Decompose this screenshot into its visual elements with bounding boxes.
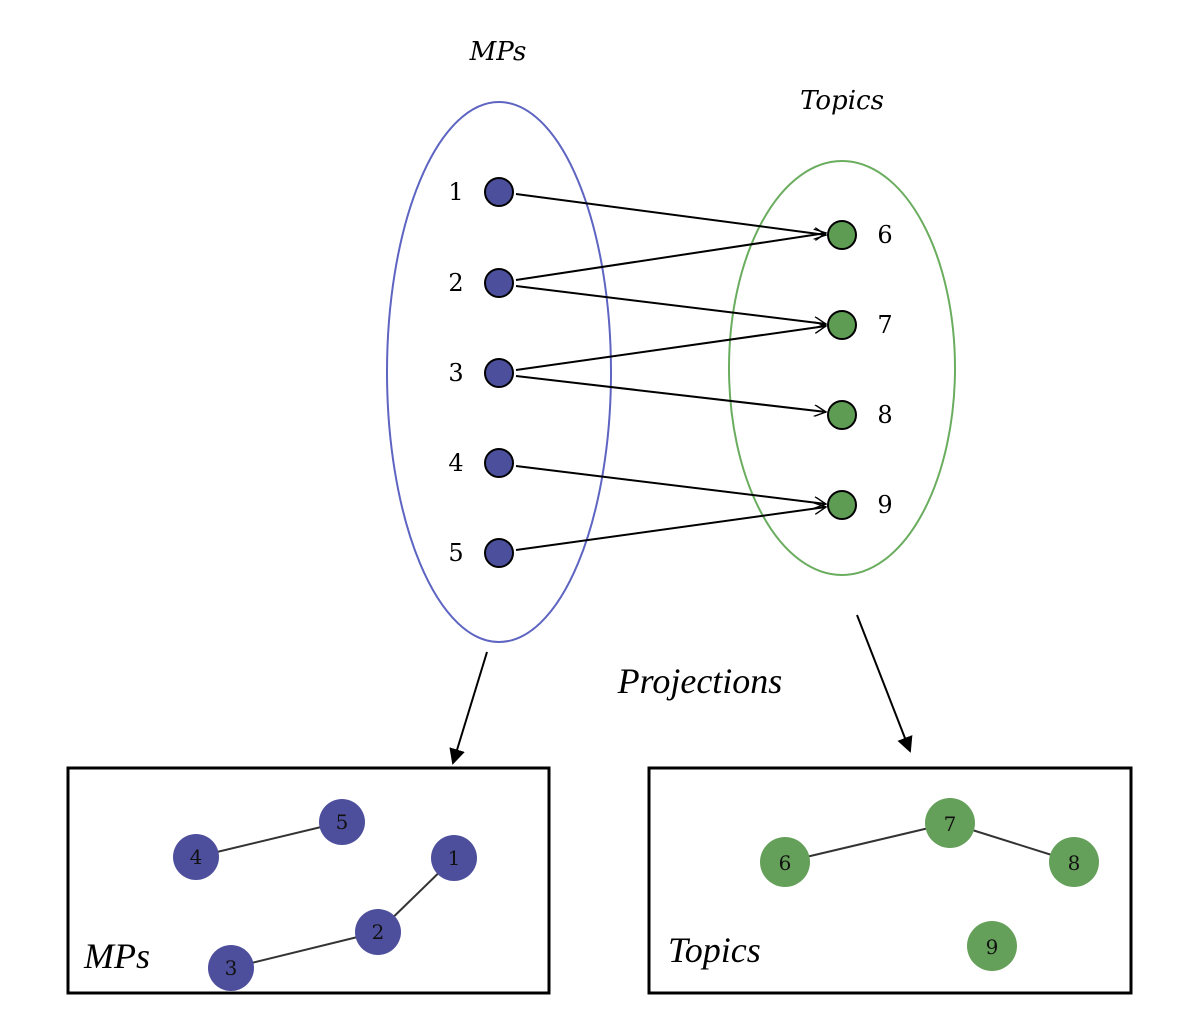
topic-node-label: 6: [877, 221, 892, 249]
bipartite-edge: [515, 193, 826, 235]
projection-edge: [230, 931, 379, 969]
topic-projection-node-label: 7: [944, 812, 957, 836]
topic-projection-box: 6 7 8 9 Topics: [647, 766, 1133, 995]
mp-projection-title: MPs: [83, 936, 150, 976]
mps-set-ellipse: [386, 101, 612, 643]
topic-projection-node-label: 6: [779, 851, 792, 875]
mp-node-label: 2: [448, 269, 463, 297]
bipartite-edge: [515, 465, 826, 504]
bipartite-edge: [515, 285, 826, 324]
mp-node-label: 5: [448, 539, 463, 567]
topic-node: 7: [827, 310, 893, 340]
topic-node: 6: [827, 220, 893, 250]
mp-projection-node: 3: [208, 945, 254, 991]
mp-node: 4: [448, 448, 514, 478]
mp-nodes: 1 2 3 4 5: [448, 177, 514, 568]
mp-projection-node: 1: [431, 835, 477, 881]
topic-node-label: 9: [877, 491, 892, 519]
mp-projection-node-label: 1: [448, 846, 461, 870]
topic-node-label: 7: [877, 311, 892, 339]
mp-projection-node-label: 5: [336, 810, 349, 834]
mps-set-title: MPs: [469, 37, 527, 67]
topic-node: 9: [827, 490, 893, 520]
bipartite-edge: [515, 375, 826, 412]
topic-node-label: 8: [877, 401, 892, 429]
topic-projection-node: 6: [760, 837, 810, 887]
bipartite-edge: [515, 507, 826, 551]
projections-label: Projections: [617, 661, 783, 701]
mp-projection-box: 4 5 1 2 3 MPs: [66, 766, 551, 995]
bipartite-edges: [515, 193, 826, 551]
mp-node: 3: [448, 358, 514, 388]
mp-projection-node-label: 4: [190, 845, 203, 869]
topic-projection-node-label: 8: [1068, 851, 1081, 875]
bipartite-edge: [515, 326, 826, 371]
topic-projection-node: 8: [1049, 837, 1099, 887]
topic-projection-node: 9: [967, 921, 1017, 971]
mp-node-label: 3: [448, 359, 463, 387]
mp-projection-node: 4: [173, 834, 219, 880]
mp-projection-node: 2: [355, 909, 401, 955]
mp-projection-arrow: [449, 651, 488, 765]
mp-node-label: 1: [448, 178, 463, 206]
mp-projection-node: 5: [319, 799, 365, 845]
topic-projection-title: Topics: [668, 930, 761, 970]
projection-edge: [195, 821, 343, 858]
mp-node: 2: [448, 268, 514, 298]
mp-node: 1: [448, 177, 514, 207]
topic-projection-arrow: [856, 614, 913, 753]
topics-set-ellipse: [728, 160, 956, 576]
topics-set-title: Topics: [800, 86, 884, 116]
mp-node: 5: [448, 538, 514, 568]
mp-projection-node-label: 3: [225, 956, 238, 980]
bipartite-edge: [515, 233, 826, 281]
projection-edge: [784, 822, 951, 863]
topic-projection-node: 7: [925, 798, 975, 848]
topic-nodes: 6 7 8 9: [827, 220, 893, 520]
mp-projection-node-label: 2: [372, 920, 385, 944]
topic-projection-node-label: 9: [986, 935, 999, 959]
mp-node-label: 4: [448, 449, 463, 477]
topic-node: 8: [827, 400, 893, 430]
